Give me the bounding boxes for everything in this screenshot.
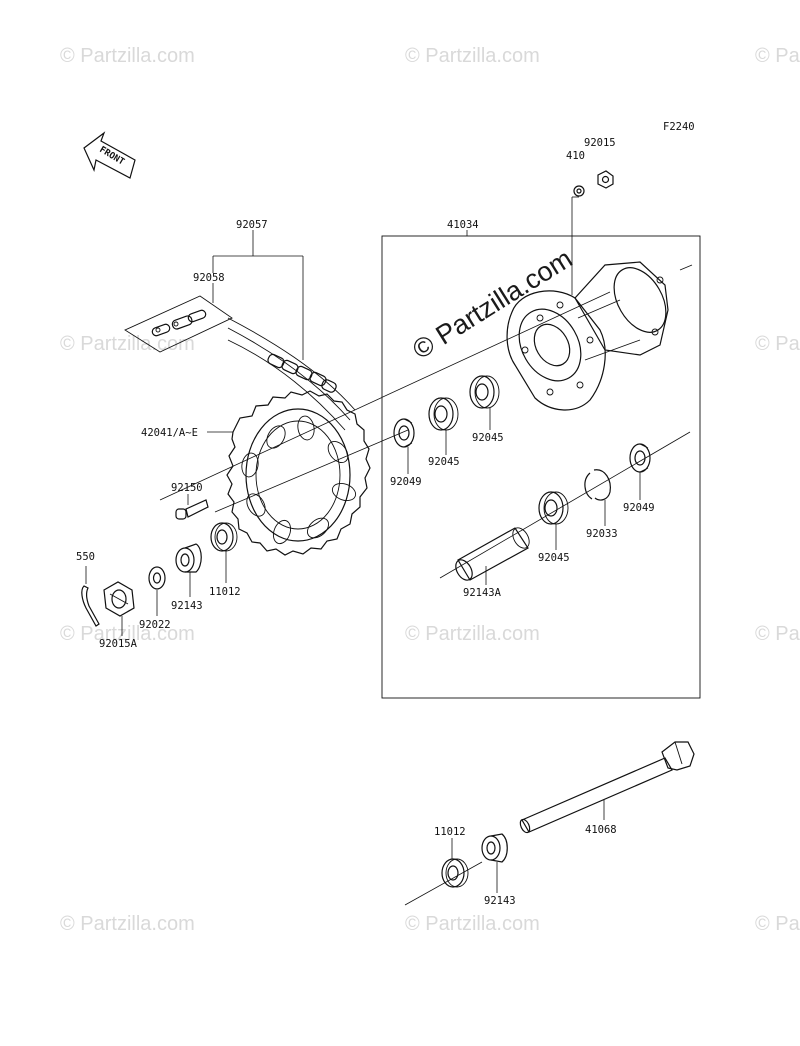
- figure-code: F2240: [663, 121, 695, 133]
- seal-11012-lower: [441, 858, 469, 888]
- watermark-text: © Partzilla.com: [755, 623, 800, 645]
- label-92150: 92150: [171, 482, 203, 494]
- label-92143-left: 92143: [171, 600, 203, 612]
- label-410: 410: [566, 150, 585, 162]
- spacer-tube-92143A: [455, 527, 530, 581]
- watermark-text: © Partzilla.com: [755, 913, 800, 935]
- bearing-92045-b: [469, 375, 500, 409]
- watermark-text: © Partzilla.com: [60, 913, 195, 935]
- label-550: 550: [76, 551, 95, 563]
- hub-assembly-box: [381, 235, 701, 699]
- bearing-92045-a: [428, 397, 459, 431]
- bearing-92045-c: [538, 491, 569, 525]
- oil-seal-92049-left: [393, 418, 415, 448]
- castle-nut-92015A: [103, 581, 135, 617]
- front-arrow-icon: FRONT: [83, 131, 136, 179]
- label-11012-lower: 11012: [434, 826, 466, 838]
- rear-hub-41034: [506, 261, 693, 411]
- sprocket-bolt-92150: [175, 499, 209, 520]
- nut-92015: [597, 170, 614, 189]
- rear-sprocket-42041: [226, 390, 371, 556]
- watermark-text: © Partzilla.com: [755, 333, 800, 355]
- watermark-layer: © Partzilla.com © Partzilla.com © Partzi…: [60, 45, 800, 935]
- watermark-text: © Partzilla.com: [405, 913, 540, 935]
- label-92045-a: 92045: [428, 456, 460, 468]
- collar-92143-left: [175, 543, 202, 573]
- watermark-center: © Partzilla.com: [407, 243, 577, 365]
- label-92058: 92058: [193, 272, 225, 284]
- watermark-text: © Partzilla.com: [405, 623, 540, 645]
- label-41034: 41034: [447, 219, 479, 231]
- seal-11012-left: [210, 522, 238, 552]
- label-92015A: 92015A: [99, 638, 138, 650]
- watermark-text: © Partzilla.com: [60, 623, 195, 645]
- label-92049-right: 92049: [623, 502, 655, 514]
- label-11012-left: 11012: [209, 586, 241, 598]
- label-92049-left: 92049: [390, 476, 422, 488]
- oil-seal-92049-right: [629, 443, 651, 473]
- label-92033: 92033: [586, 528, 618, 540]
- watermark-text: © Partzilla.com: [405, 45, 540, 67]
- watermark-text: © Partzilla.com: [755, 45, 800, 67]
- watermark-text: © Partzilla.com: [60, 333, 195, 355]
- label-92015: 92015: [584, 137, 616, 149]
- label-92045-b: 92045: [472, 432, 504, 444]
- circlip-92033: [584, 469, 611, 501]
- master-link-92058: [124, 295, 233, 353]
- front-label: FRONT: [97, 145, 126, 168]
- washer-410: [573, 185, 585, 197]
- label-92143-lower: 92143: [484, 895, 516, 907]
- collar-92143-lower: [481, 833, 508, 863]
- label-41068: 41068: [585, 824, 617, 836]
- drive-chain-92057: [227, 317, 356, 431]
- label-92045-c: 92045: [538, 552, 570, 564]
- axle-41068: [519, 741, 695, 834]
- cotter-pin-550: [81, 585, 100, 627]
- label-92143A: 92143A: [463, 587, 502, 599]
- washer-92022: [148, 566, 166, 590]
- watermark-text: © Partzilla.com: [60, 45, 195, 67]
- label-92057: 92057: [236, 219, 268, 231]
- label-42041: 42041/A~E: [141, 427, 198, 439]
- label-92022: 92022: [139, 619, 171, 631]
